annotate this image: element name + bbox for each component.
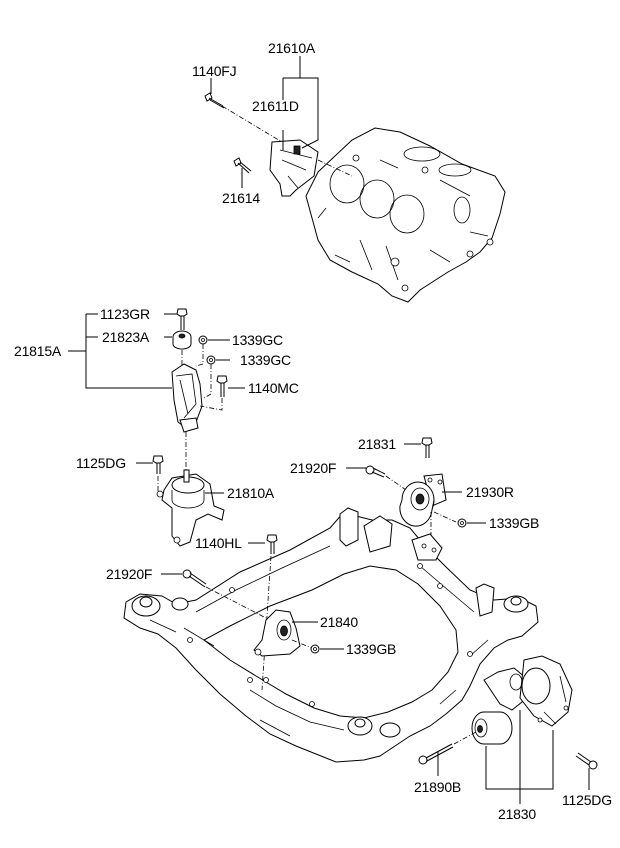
bolt-21920F-b [182,569,207,588]
engine-bracket-21611D [269,130,319,197]
callout-21890B: 21890B [414,779,462,795]
callout-21840: 21840 [320,614,358,630]
bolt-1125DG-a [152,455,164,474]
callout-21920F-b: 21920F [106,566,153,582]
callout-1125DG-b: 1125DG [562,792,612,808]
engine-block [305,127,506,303]
bolt-1140MC [216,375,228,397]
bushing-21823A [172,330,192,350]
callout-1339GC-b: 1339GC [240,352,291,368]
nut-1339GC-b [206,355,216,365]
callout-21830: 21830 [498,806,536,822]
bolt-1140FJ [204,92,225,109]
bolt-21831 [421,437,433,458]
nut-1339GB-a [457,518,467,528]
bolt-21614 [233,157,252,174]
callout-1339GB-b: 1339GB [346,641,397,657]
callout-21831: 21831 [358,436,396,452]
leader-21610A [282,56,319,149]
mount-21840 [253,609,301,657]
callout-21610A: 21610A [268,40,316,56]
callout-1339GC-a: 1339GC [232,332,283,348]
bolt-21890B [418,743,454,765]
callout-21810A: 21810A [227,485,275,501]
engine-mount-21810A [156,469,225,547]
bolt-1123GR [176,308,188,330]
leader-21815A [68,313,172,389]
bushing-21830 [471,711,513,745]
bolt-1125DG-b [575,752,598,770]
callout-21930R: 21930R [466,484,514,500]
callout-21823A: 21823A [102,329,150,345]
callout-1125DG-a: 1125DG [76,455,126,471]
callout-1140HL: 1140HL [195,535,242,551]
bolt-21920F-a [365,465,386,478]
bolt-1140HL [266,534,278,554]
bracket-21815A [171,363,203,433]
callout-1140MC: 1140MC [248,380,299,396]
leader-21830 [485,710,554,804]
callout-21920F-a: 21920F [290,460,337,476]
callout-21815A: 21815A [14,343,62,359]
callout-21611D: 21611D [252,98,299,114]
callout-21614: 21614 [222,190,260,206]
bracket-21830-upper [483,667,527,711]
bracket-21830-side [519,655,573,727]
front-subframe [123,507,539,763]
callout-1123GR: 1123GR [100,306,150,322]
callout-1339GB-a: 1339GB [489,515,540,531]
nut-1339GC-a [198,335,208,345]
nut-1339GB-b [310,644,320,654]
mount-21930R [399,473,447,527]
callout-1140FJ: 1140FJ [192,63,237,79]
